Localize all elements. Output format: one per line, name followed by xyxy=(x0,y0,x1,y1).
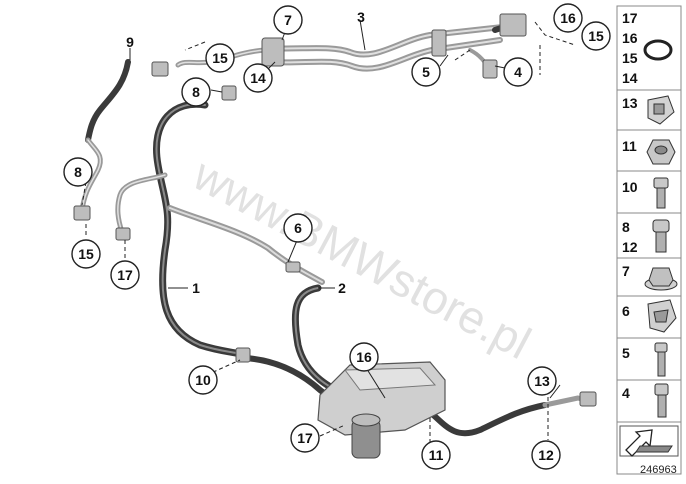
legend-num-15: 15 xyxy=(622,50,638,66)
o-ring-icon xyxy=(643,39,673,61)
svg-text:17: 17 xyxy=(297,430,313,446)
svg-text:7: 7 xyxy=(284,12,292,28)
hose-9 xyxy=(85,59,131,143)
legend-panel: 17 16 15 14 13 11 10 8 12 xyxy=(616,5,682,475)
callout-17: 17 xyxy=(110,260,140,290)
collar-nut-icon xyxy=(644,267,678,291)
callout-14: 14 xyxy=(243,63,273,93)
legend-num-7: 7 xyxy=(622,263,630,279)
callout-16: 16 xyxy=(553,3,583,33)
legend-num-10: 10 xyxy=(622,179,638,195)
svg-text:15: 15 xyxy=(78,246,94,262)
legend-num-11: 11 xyxy=(622,138,637,154)
legend-num-6: 6 xyxy=(622,303,630,319)
callout-15: 15 xyxy=(205,43,235,73)
label-9: 9 xyxy=(126,34,134,50)
legend-num-16: 16 xyxy=(622,30,638,46)
svg-text:4: 4 xyxy=(514,64,522,80)
svg-text:5: 5 xyxy=(422,64,430,80)
legend-num-5: 5 xyxy=(622,345,630,361)
callout-7: 7 xyxy=(273,5,303,35)
clip-icon xyxy=(647,299,677,333)
legend-num-17: 17 xyxy=(622,10,638,26)
svg-text:11: 11 xyxy=(429,447,444,463)
svg-text:16: 16 xyxy=(356,349,372,365)
plain-labels: 3 9 1 2 xyxy=(126,9,365,296)
pipe-17 xyxy=(115,172,168,235)
svg-text:14: 14 xyxy=(250,70,266,86)
nut-clip-icon xyxy=(647,95,675,125)
leader-lines-dashed xyxy=(81,21,576,445)
hose-lines xyxy=(79,19,595,437)
callout-17: 17 xyxy=(290,423,320,453)
bolt-icon xyxy=(654,342,668,377)
compressor xyxy=(317,361,446,459)
hose-12 xyxy=(427,402,548,437)
callout-8: 8 xyxy=(63,157,93,187)
bolt-icon xyxy=(653,177,669,209)
fittings xyxy=(73,13,597,407)
legend-num-12: 12 xyxy=(622,239,638,255)
bolt-icon xyxy=(654,383,669,418)
callout-10: 10 xyxy=(188,365,218,395)
bolt-icon xyxy=(652,219,670,253)
callout-13: 13 xyxy=(527,366,557,396)
legend-num-4: 4 xyxy=(622,385,630,401)
hex-nut-icon xyxy=(646,139,676,165)
svg-text:8: 8 xyxy=(74,164,82,180)
callouts: 7 15 14 8 5 4 16 15 8 15 17 6 10 16 13 1… xyxy=(63,3,611,470)
label-1: 1 xyxy=(192,280,200,296)
svg-text:8: 8 xyxy=(192,84,200,100)
label-2: 2 xyxy=(338,280,346,296)
callout-4: 4 xyxy=(503,57,533,87)
legend-num-14: 14 xyxy=(622,70,638,86)
direction-arrow-icon xyxy=(619,425,679,457)
diagram-number: 246963 xyxy=(640,464,677,476)
legend-num-13: 13 xyxy=(622,95,638,111)
callout-8: 8 xyxy=(181,77,211,107)
svg-text:10: 10 xyxy=(195,372,211,388)
callout-6: 6 xyxy=(283,213,313,243)
svg-text:12: 12 xyxy=(538,447,554,463)
callout-11: 11 xyxy=(421,440,451,470)
svg-text:6: 6 xyxy=(294,220,302,236)
svg-text:15: 15 xyxy=(212,50,228,66)
legend-num-8: 8 xyxy=(622,219,630,235)
callout-5: 5 xyxy=(411,57,441,87)
svg-text:15: 15 xyxy=(588,28,604,44)
svg-text:16: 16 xyxy=(560,10,576,26)
callout-12: 12 xyxy=(531,440,561,470)
callout-15: 15 xyxy=(581,21,611,51)
svg-text:17: 17 xyxy=(117,267,133,283)
label-3: 3 xyxy=(357,9,365,25)
callout-16: 16 xyxy=(349,342,379,372)
watermark: www.BMWstore.pl xyxy=(184,147,539,369)
callout-15: 15 xyxy=(71,239,101,269)
svg-text:13: 13 xyxy=(534,373,550,389)
